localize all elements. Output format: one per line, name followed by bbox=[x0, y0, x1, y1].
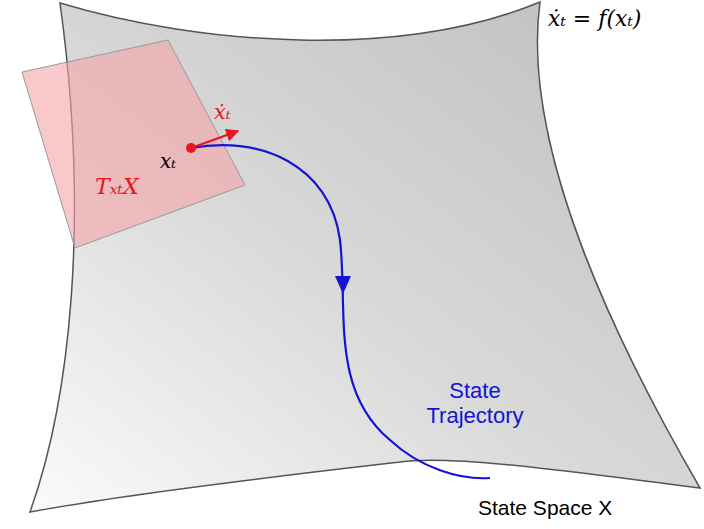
tangent-plane bbox=[22, 40, 245, 248]
velocity-arrow bbox=[191, 131, 238, 148]
state-label: xₜ bbox=[160, 150, 176, 173]
state-point bbox=[186, 143, 196, 153]
state-space-label: State Space X bbox=[478, 496, 612, 520]
trajectory-label: State Trajectory bbox=[410, 378, 540, 429]
equation: ẋₜ = f(xₜ) bbox=[548, 6, 641, 31]
tangent-space-label: TₓₜX bbox=[95, 174, 139, 199]
velocity-label: ẋₜ bbox=[214, 100, 231, 124]
trajectory-arrowhead bbox=[335, 276, 351, 294]
